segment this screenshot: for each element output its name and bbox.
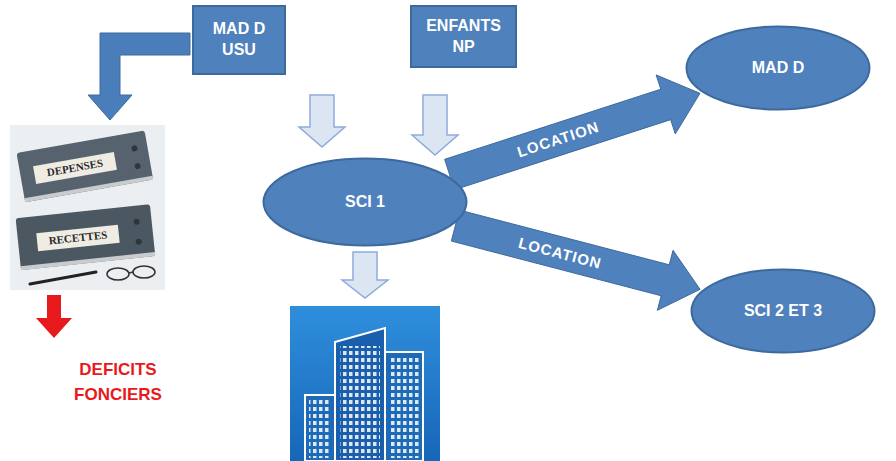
- glasses: [107, 266, 155, 280]
- edge-label: LOCATION: [517, 234, 604, 272]
- building-windows: [340, 346, 380, 458]
- glasses-lens: [107, 268, 129, 280]
- building-tower: [385, 352, 423, 461]
- binder-pages: [21, 252, 156, 270]
- entity-ellipse: SCI 1: [262, 157, 468, 247]
- node-text: MAD D USU: [202, 19, 276, 61]
- binder-ring: [133, 218, 140, 225]
- bent-arrow: [88, 33, 190, 120]
- binder-tag: [36, 225, 119, 251]
- entity-box: MAD D USU: [192, 5, 286, 75]
- entity-ellipse: MAD D: [685, 25, 871, 111]
- building-icon: [290, 306, 440, 461]
- ellipse-shape: [692, 270, 875, 353]
- binder-label: DEPENSES: [34, 155, 115, 182]
- pen: [30, 272, 96, 284]
- glasses-lens: [133, 266, 155, 278]
- node-text: SCI 2 ET 3: [716, 301, 850, 322]
- location-arrow: [445, 75, 700, 190]
- binder-body: [16, 204, 156, 270]
- node-text: SCI 1: [291, 192, 439, 213]
- binder-top: [16, 130, 153, 202]
- edge-label: LOCATION: [515, 118, 601, 160]
- building-windows: [309, 400, 331, 458]
- binder-label: RECETTES: [38, 227, 119, 248]
- ellipse-shape: [264, 159, 467, 246]
- binder-ring: [135, 238, 142, 245]
- entity-box: ENFANTS NP: [410, 5, 517, 68]
- binder-body: [16, 130, 153, 202]
- binders-photo-bg: [10, 125, 165, 290]
- result-label: DEFICITS FONCIERS: [63, 358, 173, 407]
- building-windows: [389, 357, 419, 458]
- binder-ring: [134, 163, 141, 170]
- building-tower: [305, 395, 335, 461]
- flow-arrow: [299, 95, 345, 147]
- down-arrow: [342, 252, 388, 298]
- building-tower: [335, 328, 385, 461]
- flow-arrow: [412, 95, 458, 155]
- ellipse-shape: [687, 27, 870, 110]
- binder-tag: [33, 152, 117, 184]
- node-text: ENFANTS NP: [420, 16, 507, 58]
- entity-ellipse: SCI 2 ET 3: [690, 268, 876, 354]
- building-bg: [290, 306, 440, 461]
- binder-ring: [131, 145, 138, 152]
- node-text: MAD D: [711, 58, 845, 79]
- red-arrow: [36, 295, 72, 338]
- glasses-bridge: [129, 272, 133, 273]
- location-arrow: [451, 210, 700, 310]
- binder-bottom: [16, 204, 156, 270]
